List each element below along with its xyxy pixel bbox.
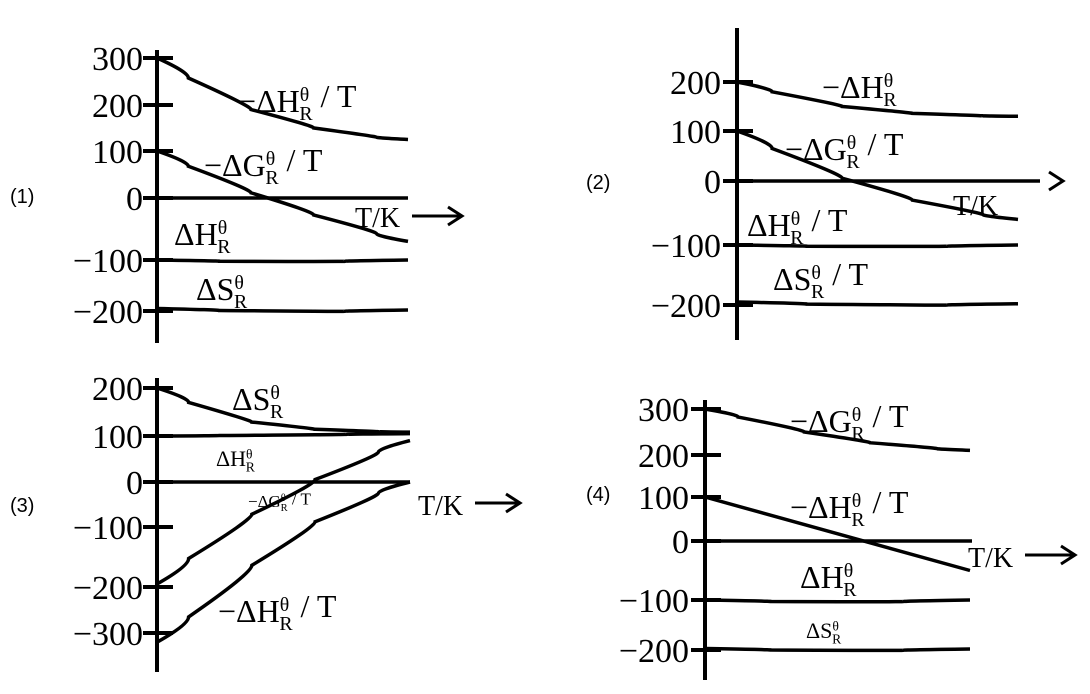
y-tick-label: 200 xyxy=(92,371,143,408)
series-line-4 xyxy=(156,306,409,314)
y-tick-label: 0 xyxy=(126,465,143,502)
x-axis-arrow-head xyxy=(447,205,465,227)
y-tick-label: 100 xyxy=(92,419,143,456)
series-line-1 xyxy=(736,80,1019,119)
panel-number-4: (4) xyxy=(586,484,611,506)
y-tick-label: 300 xyxy=(92,41,143,78)
series-line-2 xyxy=(704,495,971,573)
panel-number-2: (2) xyxy=(586,172,611,194)
series-line-1 xyxy=(156,386,411,434)
y-tick-label: −200 xyxy=(73,570,143,607)
y-tick-label: −100 xyxy=(651,228,721,265)
series-line-2 xyxy=(156,149,409,244)
y-tick-label: −200 xyxy=(73,294,143,331)
series-line-1 xyxy=(156,56,409,142)
x-axis-label: T/K xyxy=(968,543,1013,574)
y-tick-label: 100 xyxy=(670,114,721,151)
series-line-4 xyxy=(736,300,1019,307)
y-tick-label: −100 xyxy=(73,243,143,280)
y-tick-label: 0 xyxy=(126,181,143,218)
y-tick-label: 100 xyxy=(638,480,689,517)
x-axis-arrow-head xyxy=(505,492,523,514)
y-tick-label: 200 xyxy=(670,65,721,102)
x-axis-arrow-head xyxy=(1048,170,1066,192)
x-axis-arrow-head xyxy=(1060,544,1078,566)
y-tick-label: 100 xyxy=(92,134,143,171)
y-tick-label: 200 xyxy=(92,88,143,125)
series-line-3 xyxy=(736,243,1019,249)
y-tick-label: 300 xyxy=(638,392,689,429)
series-line-3 xyxy=(704,598,971,604)
series-line-1 xyxy=(704,407,971,453)
series-line-4 xyxy=(704,646,971,653)
series-line-2 xyxy=(156,431,411,438)
series-line-2 xyxy=(736,129,1019,222)
y-tick-label: −100 xyxy=(619,583,689,620)
y-tick-label: −300 xyxy=(73,616,143,653)
series-line-3 xyxy=(156,438,411,586)
y-tick-label: −200 xyxy=(651,288,721,325)
panel-number-1: (1) xyxy=(10,186,35,208)
y-tick-label: −100 xyxy=(73,510,143,547)
y-tick-label: −200 xyxy=(619,633,689,670)
series-line-3 xyxy=(156,258,409,264)
y-tick-label: 0 xyxy=(672,524,689,561)
x-axis-label: T/K xyxy=(418,491,463,522)
y-tick-label: 200 xyxy=(638,438,689,475)
panel-number-3: (3) xyxy=(10,495,35,517)
series-line-4 xyxy=(156,480,411,644)
y-tick-label: 0 xyxy=(704,164,721,201)
